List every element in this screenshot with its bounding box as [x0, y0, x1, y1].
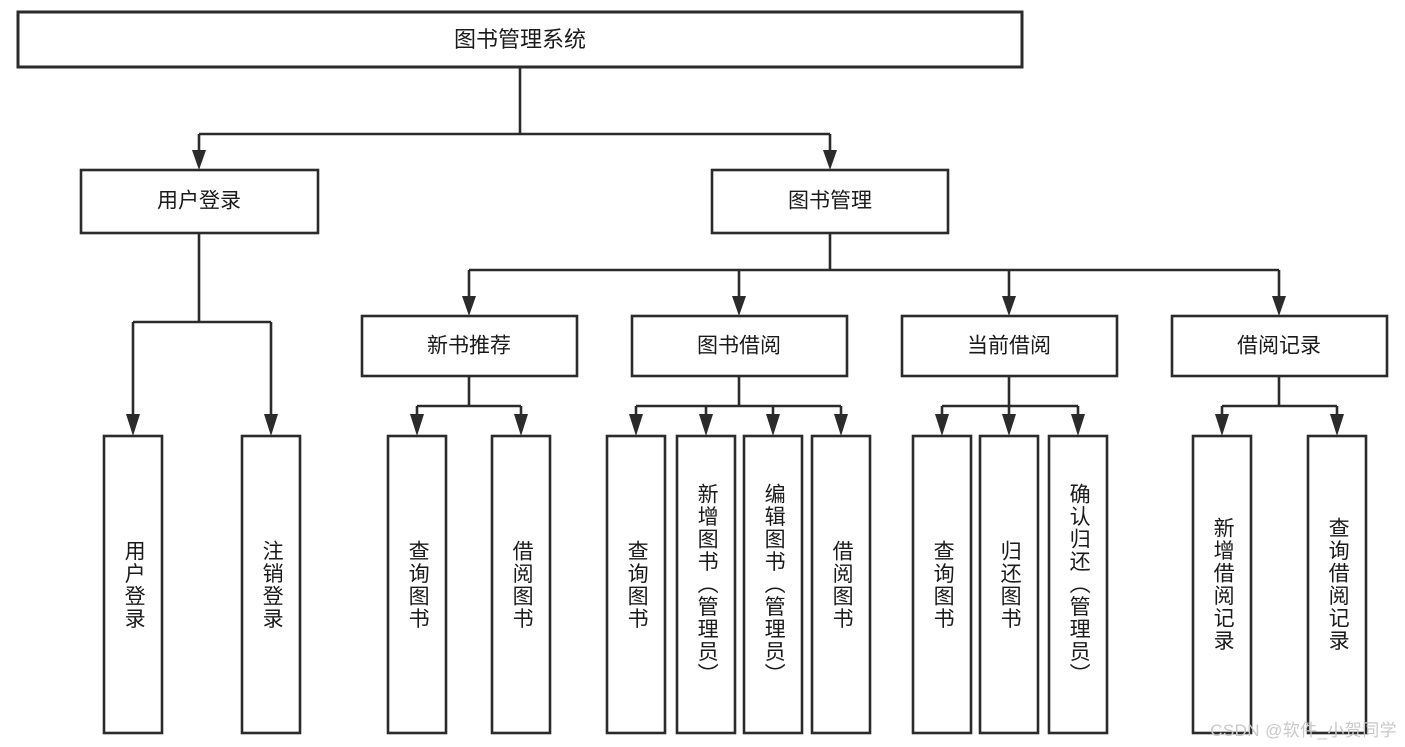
node-root-label: 图书管理系统: [454, 27, 586, 52]
node-new-book-recommend-box[interactable]: [360, 314, 579, 378]
arrow-head-bookborrow-leaf-3: [766, 414, 780, 436]
node-new-book-recommend-label: 新书推荐: [427, 335, 511, 358]
arrow-head-bookborrow-leaf-4: [834, 414, 848, 436]
leaf-boxes-current-borrow: [911, 434, 1109, 735]
leaf-box-query-book-1[interactable]: [386, 434, 448, 735]
connector-group-newbook-to-leaves: [410, 376, 528, 436]
node-borrow-records-box[interactable]: [1170, 314, 1389, 378]
leaf-box-borrow-book-1[interactable]: [490, 434, 552, 735]
connector-group-currentborrow-to-leaves: [935, 376, 1085, 436]
arrow-head-user-login: [192, 150, 206, 170]
leaf-box-add-book-admin[interactable]: [675, 434, 737, 735]
node-book-borrow[interactable]: 图书借阅: [630, 314, 849, 378]
leaf-box-user-login[interactable]: [102, 434, 164, 735]
node-root-box[interactable]: [16, 10, 1024, 69]
leaf-box-query-book-3[interactable]: [911, 434, 973, 735]
arrow-head-book-borrow: [732, 296, 746, 316]
leaf-box-query-borrow-record[interactable]: [1306, 434, 1368, 735]
arrow-head-newbook-leaf-2: [514, 414, 528, 436]
arrow-head-newbook-leaf-1: [410, 414, 424, 436]
arrow-head-currentborrow-leaf-1: [935, 414, 949, 436]
node-book-manage[interactable]: 图书管理: [710, 168, 950, 235]
arrow-head-bookborrow-leaf-2: [699, 414, 713, 436]
leaf-boxes-user-login: [102, 434, 302, 735]
node-borrow-records-label: 借阅记录: [1237, 335, 1321, 358]
node-book-manage-box[interactable]: [710, 168, 950, 235]
node-user-login-label: 用户登录: [157, 190, 241, 213]
arrow-head-bookborrow-leaf-1: [629, 414, 643, 436]
leaf-boxes-new-book-recommend: [386, 434, 552, 735]
node-book-borrow-box[interactable]: [630, 314, 849, 378]
arrow-head-currentborrow-leaf-2: [1002, 414, 1016, 436]
node-user-login-box[interactable]: [79, 168, 320, 235]
arrow-head-borrow-records: [1272, 296, 1286, 316]
node-new-book-recommend[interactable]: 新书推荐: [360, 314, 579, 378]
connector-group-bookmanage-to-level3: [462, 233, 1286, 316]
arrow-head-borrowrecords-leaf-1: [1215, 414, 1229, 436]
node-book-borrow-label: 图书借阅: [697, 335, 781, 358]
node-book-manage-label: 图书管理: [788, 190, 872, 213]
arrow-head-leaf-user-login: [126, 414, 140, 436]
connector-group-root-to-level2: [192, 67, 837, 170]
leaf-box-logout[interactable]: [240, 434, 302, 735]
leaf-box-borrow-book-2[interactable]: [810, 434, 872, 735]
arrow-head-book-manage: [823, 150, 837, 170]
connector-group-borrowrecords-to-leaves: [1215, 376, 1344, 436]
node-current-borrow-label: 当前借阅: [967, 335, 1051, 358]
node-current-borrow[interactable]: 当前借阅: [900, 314, 1119, 378]
node-user-login[interactable]: 用户登录: [79, 168, 320, 235]
arrow-head-currentborrow-leaf-3: [1071, 414, 1085, 436]
node-root[interactable]: 图书管理系统: [16, 10, 1024, 69]
leaf-box-confirm-return-admin[interactable]: [1047, 434, 1109, 735]
arrow-head-borrowrecords-leaf-2: [1330, 414, 1344, 436]
connector-group-userlogin-to-leaves: [126, 233, 278, 436]
leaf-box-add-borrow-record[interactable]: [1191, 434, 1253, 735]
leaf-box-query-book-2[interactable]: [605, 434, 667, 735]
node-current-borrow-box[interactable]: [900, 314, 1119, 378]
arrow-head-new-book-recommend: [462, 296, 476, 316]
leaf-box-edit-book-admin[interactable]: [742, 434, 804, 735]
watermark-text: CSDN @软件_小贺同学: [1210, 721, 1397, 740]
node-borrow-records[interactable]: 借阅记录: [1170, 314, 1389, 378]
connector-group-bookborrow-to-leaves: [629, 376, 848, 436]
leaf-boxes-book-borrow: [605, 434, 872, 735]
leaf-boxes-borrow-records: [1191, 434, 1368, 735]
arrow-head-leaf-logout: [264, 414, 278, 436]
arrow-head-current-borrow: [1002, 296, 1016, 316]
leaf-box-return-book[interactable]: [978, 434, 1040, 735]
